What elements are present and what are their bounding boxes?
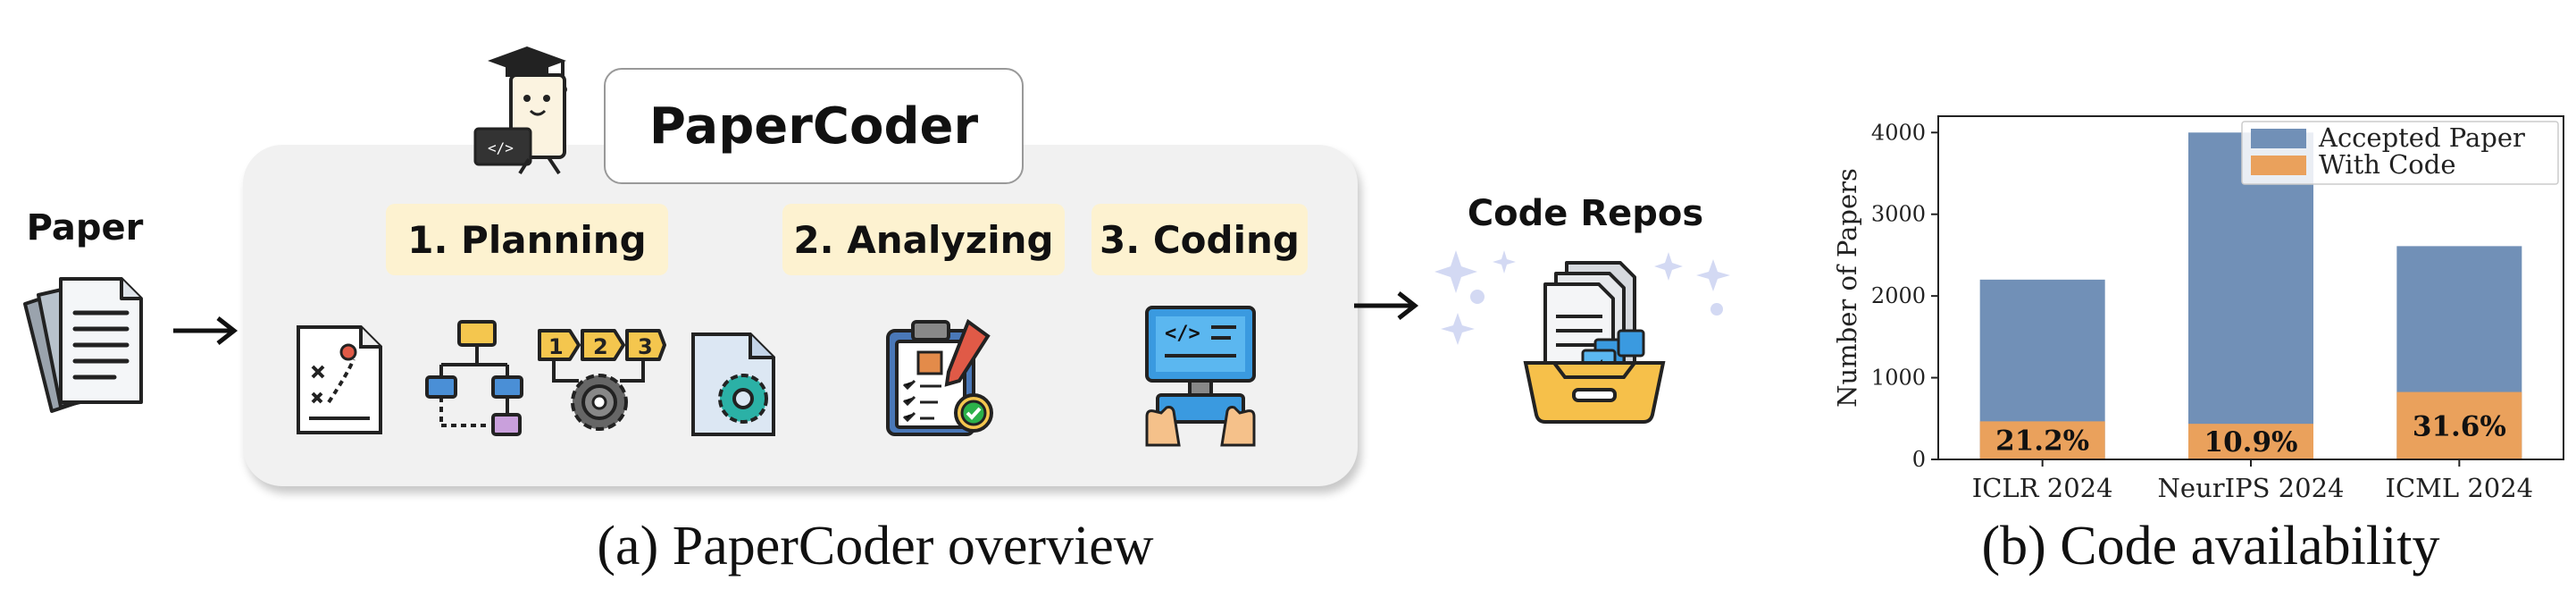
svg-text:</>: </> [1165,323,1200,345]
y-tick-label: 2000 [1871,283,1926,308]
chart-caption: (b) Code availability [1981,516,2440,577]
bar-percentage-label: 31.6% [2413,410,2506,442]
bar-percentage-label: 21.2% [1995,425,2089,458]
stage-coding: 3. Coding [1091,204,1308,275]
overview-caption: (a) PaperCoder overview [597,516,1154,577]
workflow-gear-icon: 1 2 3 [538,329,666,431]
bar-with-code [1979,421,2105,459]
legend-swatch [2251,129,2306,148]
paper-stack-icon [23,277,143,413]
code-repos-label: Code Repos [1467,193,1704,234]
settings-document-icon [691,332,775,436]
sparkle-icon [1434,250,1730,345]
bar-with-code [2188,424,2313,459]
strategy-document-icon [297,325,382,434]
y-axis-label: Number of Papers [1832,168,1862,408]
svg-text:</>: </> [488,139,514,156]
x-tick-label: ICLR 2024 [1972,473,2113,503]
arrow-right-icon [1354,291,1419,320]
legend-entry: With Code [2319,149,2456,180]
stage-planning: 1. Planning [386,204,668,275]
bar-percentage-label: 10.9% [2204,426,2298,459]
x-tick-label: NeurIPS 2024 [2158,473,2345,503]
bar-accepted-paper [2188,132,2313,459]
y-tick-label: 1000 [1871,366,1926,391]
svg-text:3: 3 [638,334,653,359]
papercoder-title-box: PaperCoder [604,68,1024,184]
bar-with-code [2396,391,2522,459]
paper-label: Paper [26,207,144,248]
flowchart-icon [425,320,523,436]
arrow-right-icon [173,316,238,345]
svg-text:2: 2 [593,334,608,359]
mascot-icon: </> [473,46,567,175]
y-tick-label: 3000 [1871,202,1926,227]
legend-swatch [2251,156,2306,175]
code-availability-chart: 21.2% 10.9% 31.6% 0 1000 2000 3000 4000 ICLR 2… [1832,115,2564,503]
legend-entry: Accepted Paper [2318,122,2525,153]
svg-text:1: 1 [548,334,564,359]
code-repository-icon: </> [1523,261,1666,424]
chart-frame [1937,115,2564,460]
y-tick-label: 0 [1912,447,1926,472]
y-tick-label: 4000 [1871,120,1926,145]
clipboard-check-icon [886,318,993,436]
stage-analyzing: 2. Analyzing [782,204,1065,275]
x-tick-label: ICML 2024 [2386,473,2534,503]
computer-coding-icon: </> [1145,306,1256,447]
